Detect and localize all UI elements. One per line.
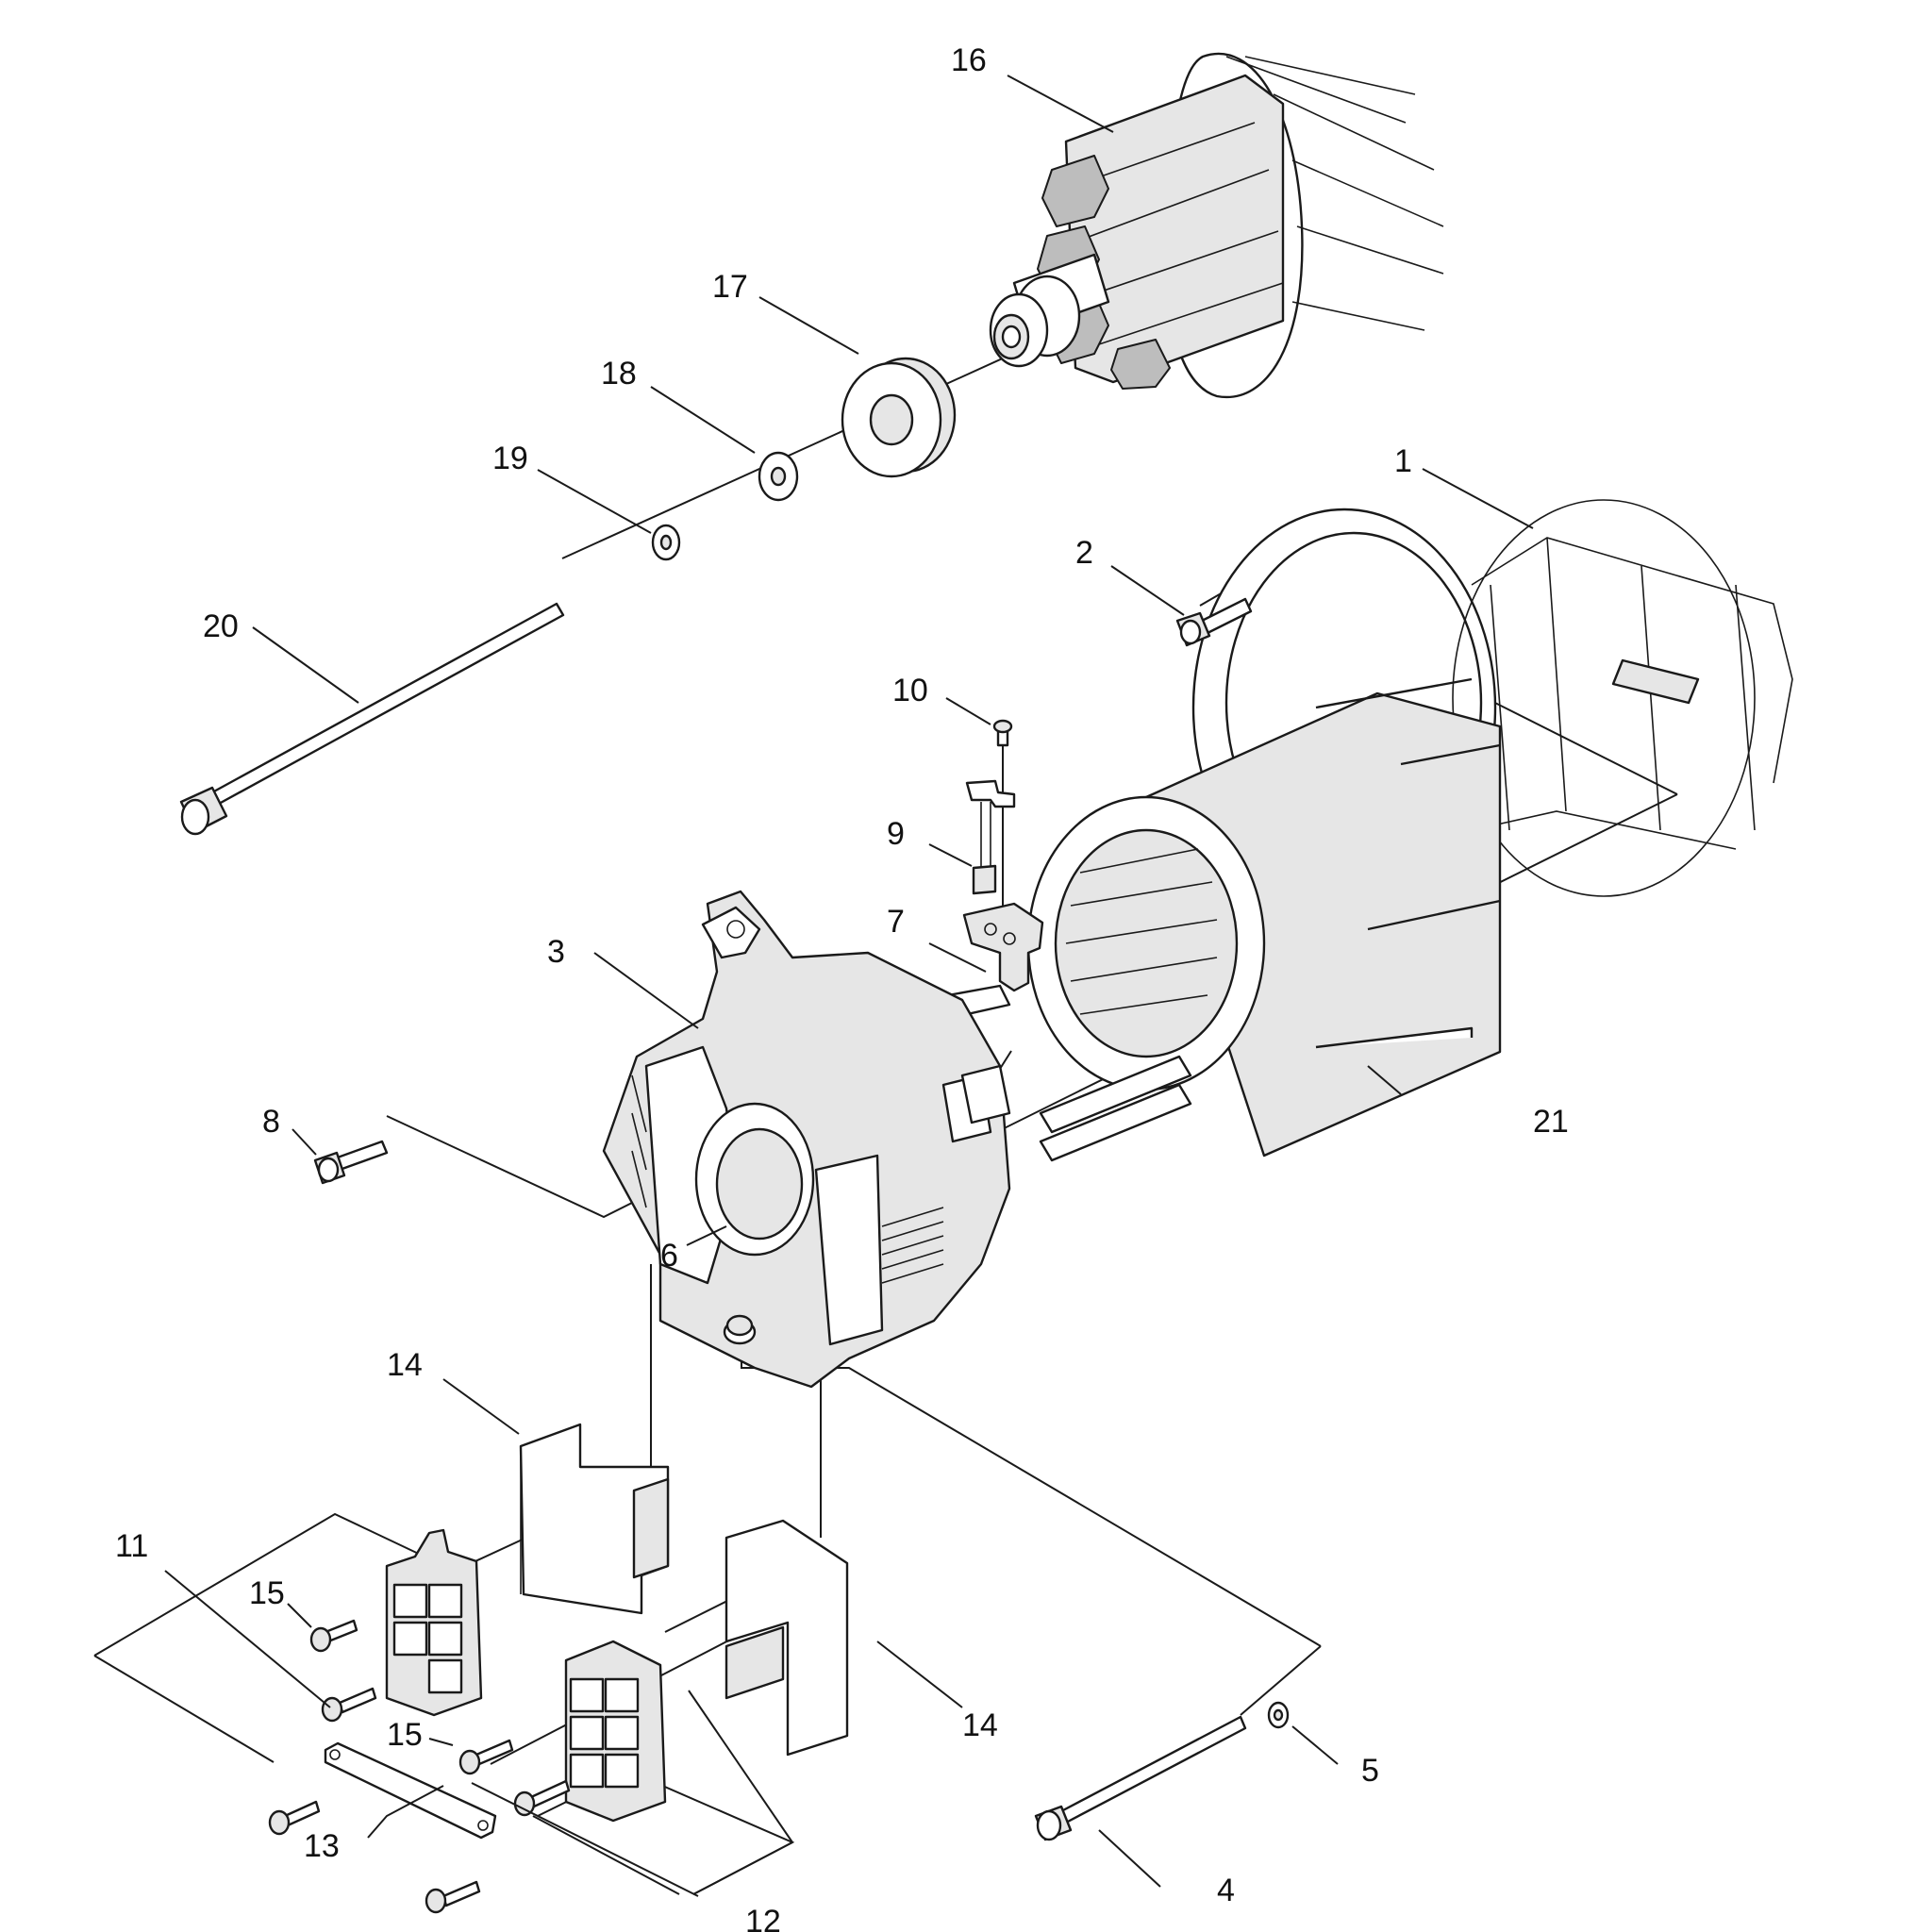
label-11: 11 bbox=[115, 1528, 148, 1564]
label-14a: 14 bbox=[387, 1347, 423, 1383]
label-21: 21 bbox=[1533, 1104, 1569, 1140]
connector-strap bbox=[324, 1741, 497, 1840]
label-3: 3 bbox=[547, 934, 565, 970]
front-bracket bbox=[602, 890, 1011, 1389]
label-8: 8 bbox=[262, 1104, 280, 1140]
label-6: 6 bbox=[660, 1238, 678, 1274]
label-18: 18 bbox=[601, 356, 637, 391]
diode-bracket-upper bbox=[519, 1423, 670, 1615]
brush-screw bbox=[992, 719, 1013, 747]
housing-bolt bbox=[313, 1140, 389, 1185]
washer-small bbox=[651, 524, 681, 561]
label-7: 7 bbox=[887, 904, 905, 940]
label-10: 10 bbox=[892, 673, 928, 708]
bolt-washer bbox=[1267, 1701, 1290, 1729]
through-bolt-long bbox=[179, 602, 565, 836]
callout-leaders bbox=[164, 75, 1534, 1897]
label-17: 17 bbox=[712, 269, 748, 305]
bracket-bolt bbox=[1175, 597, 1253, 647]
rectifier-lower bbox=[564, 1640, 667, 1823]
bearing bbox=[841, 357, 957, 478]
through-bolt-short bbox=[1034, 1715, 1247, 1841]
stator bbox=[1026, 677, 1502, 1162]
label-13: 13 bbox=[304, 1828, 340, 1864]
rotor bbox=[989, 52, 1444, 399]
label-9: 9 bbox=[887, 816, 905, 852]
label-16: 16 bbox=[951, 42, 987, 78]
callout-labels: 1 2 3 4 5 6 7 8 9 10 11 12 13 14 14 15 1… bbox=[115, 42, 1569, 1932]
label-15b: 15 bbox=[387, 1717, 423, 1753]
flange-nut bbox=[723, 1314, 757, 1345]
label-15a: 15 bbox=[249, 1575, 285, 1611]
label-20: 20 bbox=[203, 608, 239, 644]
label-2: 2 bbox=[1075, 535, 1093, 571]
carbon-brush bbox=[965, 779, 1016, 895]
label-14b: 14 bbox=[962, 1707, 998, 1743]
rectifier-screws bbox=[268, 1619, 571, 1914]
diode-bracket-lower bbox=[724, 1519, 849, 1757]
label-19: 19 bbox=[492, 441, 528, 476]
label-12: 12 bbox=[745, 1904, 781, 1932]
washer-large bbox=[758, 451, 799, 502]
label-1: 1 bbox=[1394, 443, 1412, 479]
label-4: 4 bbox=[1217, 1873, 1235, 1908]
label-5: 5 bbox=[1361, 1753, 1379, 1789]
rectifier-upper bbox=[385, 1528, 483, 1717]
